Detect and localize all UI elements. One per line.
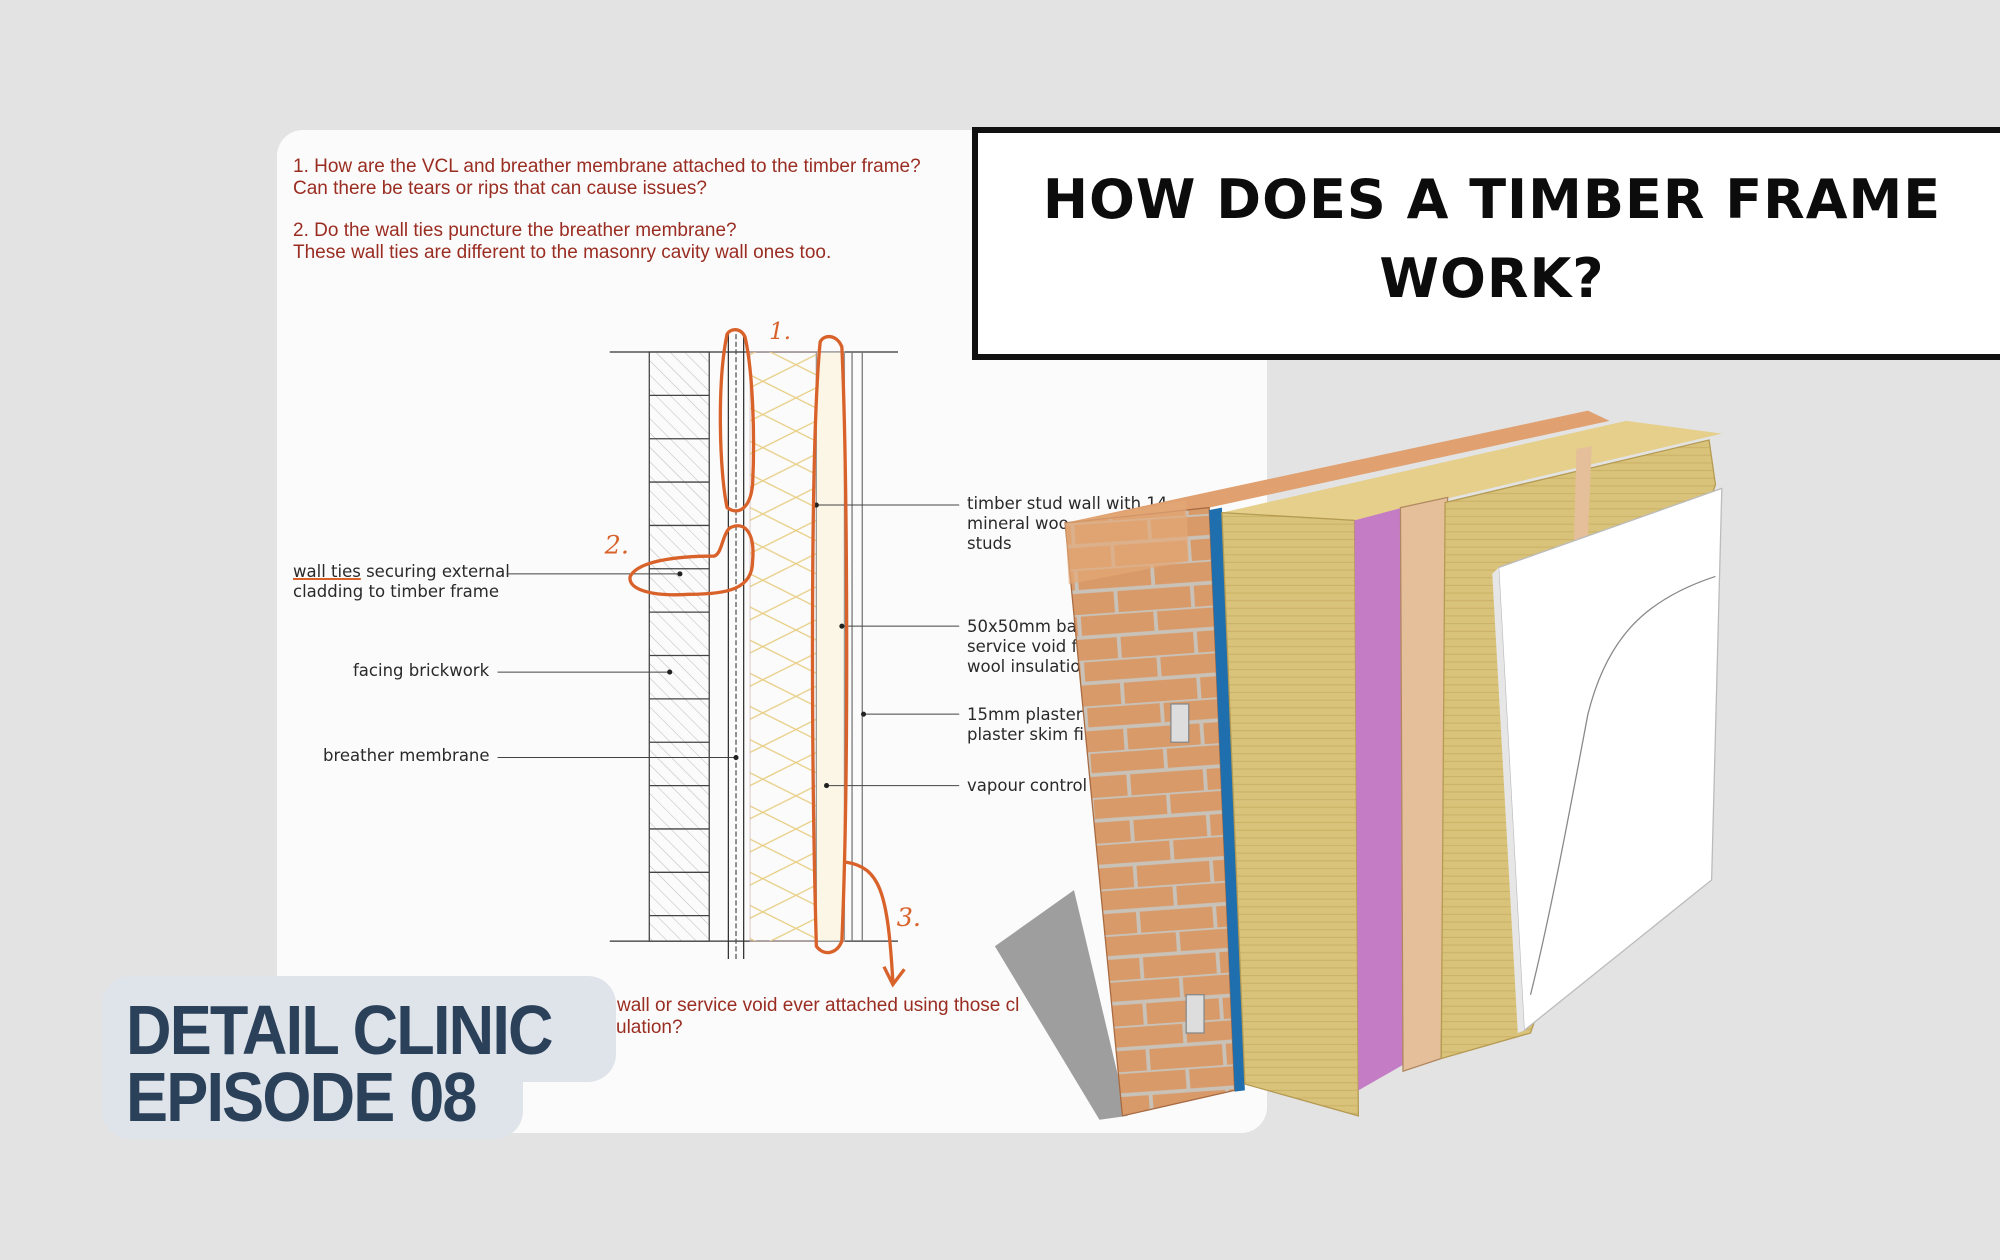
wall-tie bbox=[1185, 994, 1205, 1034]
annotation-1: 1. bbox=[769, 319, 791, 345]
label-wall-ties: wall ties securing external cladding to … bbox=[293, 562, 510, 602]
episode-badge-lower bbox=[102, 1040, 523, 1139]
section-drawing bbox=[497, 334, 960, 960]
question-3-line-2: ulation? bbox=[616, 1017, 683, 1038]
episode-number: EPISODE 08 bbox=[126, 1058, 477, 1136]
timber-stud bbox=[1399, 496, 1449, 1073]
brick-top bbox=[1065, 410, 1610, 523]
title-box bbox=[972, 127, 2000, 360]
question-3-fragment: wall or service void ever attached using… bbox=[616, 995, 1020, 1039]
annotation-3: 3. bbox=[897, 903, 921, 933]
label-batten-line-1: 50x50mm ba bbox=[967, 617, 1077, 636]
vcl-layer bbox=[1354, 507, 1403, 1091]
label-vapour-control: vapour control bbox=[967, 776, 1088, 795]
insulation-layer bbox=[1221, 511, 1360, 1117]
page-title: HOW DOES A TIMBER FRAME WORK? bbox=[972, 160, 2000, 318]
label-facing-brickwork: facing brickwork bbox=[353, 661, 490, 680]
annotation-2: 2. bbox=[604, 530, 629, 560]
label-stud-line-2: mineral woo bbox=[967, 514, 1069, 533]
wall-tie bbox=[1170, 703, 1190, 743]
label-batten: 50x50mm ba service void f wool insulatio bbox=[967, 617, 1080, 677]
breather-membrane-layer bbox=[1209, 507, 1245, 1092]
series-title: DETAIL CLINIC bbox=[126, 991, 554, 1069]
label-wall-ties-rest: securing external bbox=[360, 562, 510, 581]
label-batten-line-2: service void f bbox=[967, 637, 1078, 656]
question-2-line-1: 2. Do the wall ties puncture the breathe… bbox=[293, 220, 737, 241]
handwritten-annotations bbox=[628, 328, 906, 988]
label-plaster-line-2: plaster skim fin bbox=[967, 725, 1095, 744]
label-wall-ties-line-2: cladding to timber frame bbox=[293, 582, 499, 601]
label-plaster-line-1: 15mm plasterb bbox=[967, 705, 1094, 724]
question-2-line-2: These wall ties are different to the mas… bbox=[293, 242, 832, 263]
label-breather-membrane: breather membrane bbox=[323, 746, 490, 765]
question-1: 1. How are the VCL and breather membrane… bbox=[293, 156, 921, 200]
plasterboard bbox=[1497, 487, 1723, 1032]
wall-shadow bbox=[994, 890, 1128, 1120]
question-2: 2. Do the wall ties puncture the breathe… bbox=[293, 220, 831, 264]
label-wall-ties-underlined: wall ties bbox=[293, 562, 361, 581]
insulation-top bbox=[1221, 420, 1722, 521]
title-line-2: WORK? bbox=[1379, 247, 1605, 310]
question-3-line-1: wall or service void ever attached using… bbox=[617, 995, 1020, 1016]
3d-wall-model bbox=[994, 410, 1723, 1120]
label-stud-line-3: studs bbox=[967, 534, 1012, 553]
label-plasterboard: 15mm plasterb plaster skim fin bbox=[967, 705, 1094, 745]
question-1-line-2: Can there be tears or rips that can caus… bbox=[293, 178, 708, 199]
title-line-1: HOW DOES A TIMBER FRAME bbox=[1042, 168, 1942, 231]
label-stud-line-1: timber stud wall with 14 bbox=[967, 494, 1168, 513]
label-timber-stud: timber stud wall with 14 mineral woo stu… bbox=[967, 494, 1167, 554]
label-batten-line-3: wool insulatio bbox=[967, 657, 1081, 676]
question-1-line-1: 1. How are the VCL and breather membrane… bbox=[293, 156, 921, 177]
